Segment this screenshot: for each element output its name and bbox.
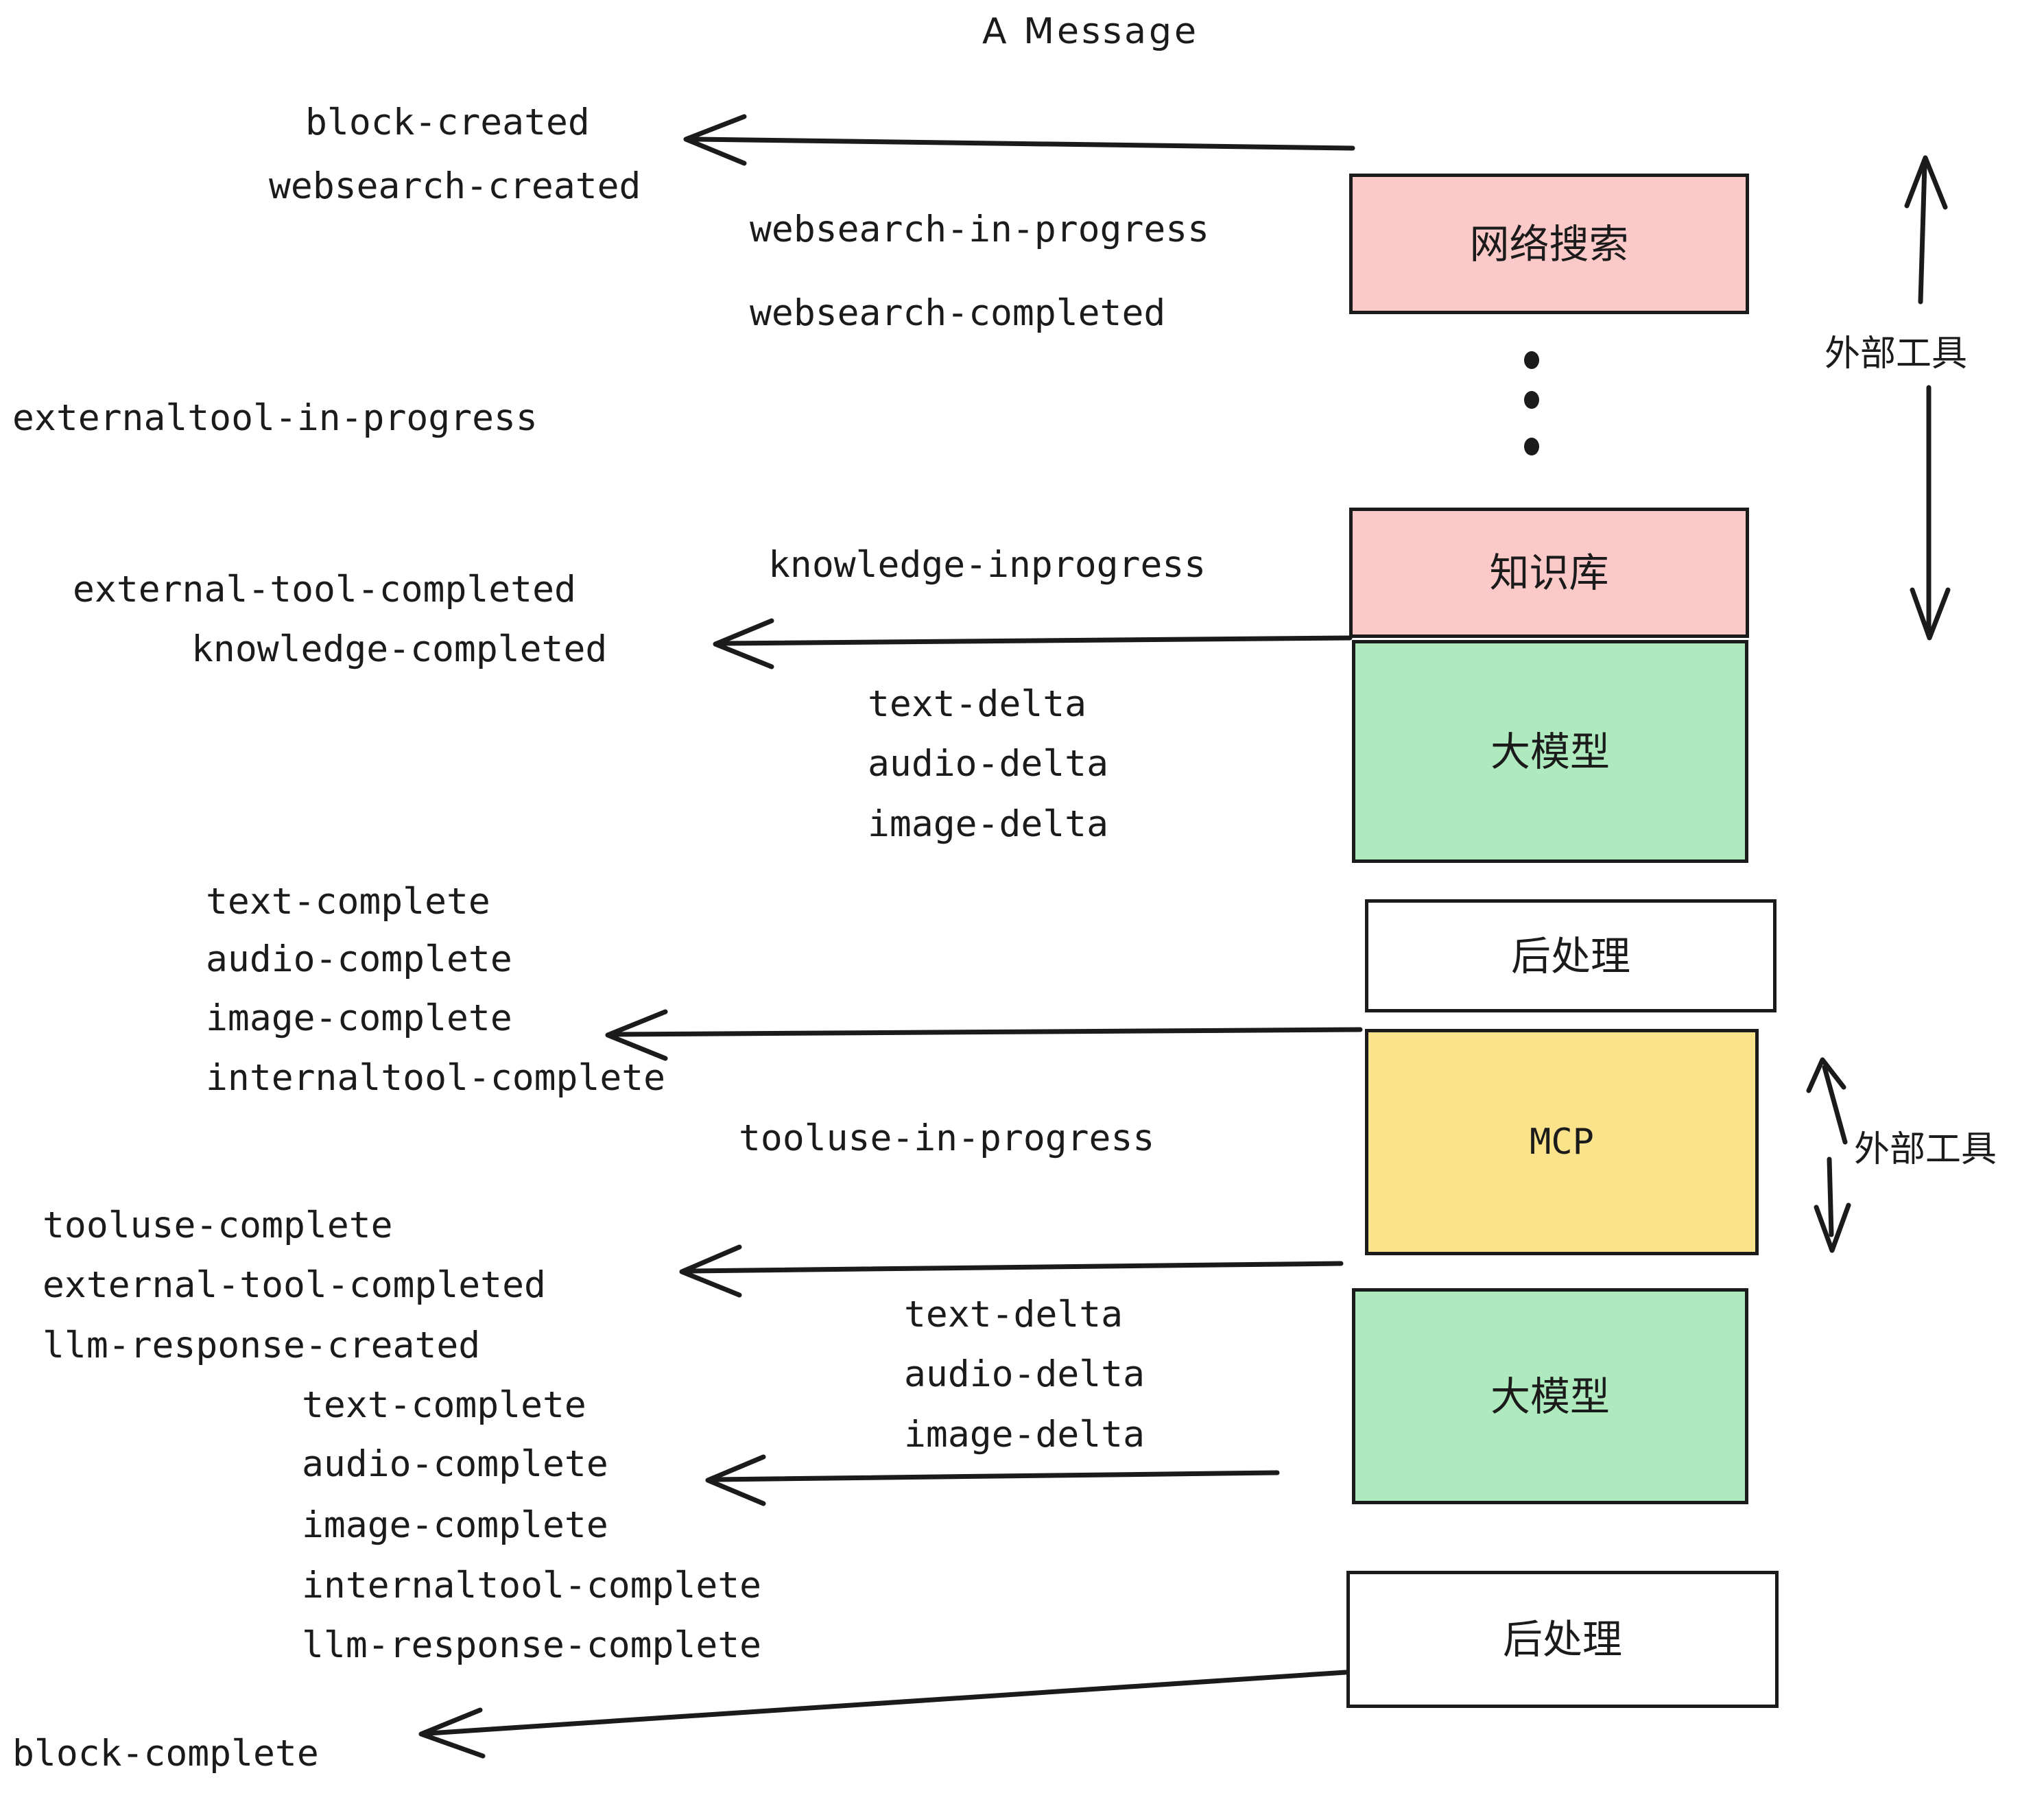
event-label-websearch-created: websearch-created [269,165,641,207]
arrow-audio-complete [705,1454,1280,1506]
event-label-block-created: block-created [305,102,590,143]
event-label-image-complete-2: image-complete [302,1504,608,1546]
event-label-image-delta-2: image-delta [904,1414,1145,1456]
event-label-llm-response-created: llm-response-created [43,1325,481,1366]
annotation-external-tools-bottom: 外部工具 [1854,1129,1997,1170]
arrow-knowledge-completed [713,618,1353,669]
event-label-image-delta-1: image-delta [868,803,1108,845]
event-label-websearch-in-progress: websearch-in-progress [750,209,1210,250]
external-tools-range-top [1904,155,1951,641]
arrow-block-created [683,114,1355,166]
component-box-postprocess-2[interactable]: 后处理 [1346,1571,1779,1708]
event-label-audio-complete-1: audio-complete [206,938,512,980]
component-box-postprocess-1[interactable]: 后处理 [1365,899,1776,1012]
component-label-knowledge: 知识库 [1489,549,1609,596]
event-label-image-complete-1: image-complete [206,997,512,1039]
event-label-block-complete: block-complete [12,1733,319,1775]
component-label-mcp: MCP [1530,1121,1594,1163]
event-label-audio-complete-2: audio-complete [302,1443,608,1485]
page-title: A Message [982,11,1200,52]
event-label-externaltool-in-progress: externaltool-in-progress [12,397,538,439]
component-box-llm-2[interactable]: 大模型 [1352,1288,1748,1504]
component-label-llm-1: 大模型 [1490,728,1610,775]
component-label-llm-2: 大模型 [1490,1373,1610,1420]
event-label-text-complete-1: text-complete [206,881,490,923]
component-box-knowledge[interactable]: 知识库 [1349,508,1749,638]
component-label-postprocess-2: 后处理 [1502,1616,1622,1663]
event-label-internaltool-complete-1: internaltool-complete [206,1057,666,1099]
ellipsis-dot-1 [1524,351,1539,369]
event-label-audio-delta-2: audio-delta [904,1353,1145,1395]
event-label-text-delta-1: text-delta [868,683,1087,725]
event-label-websearch-completed: websearch-completed [750,292,1166,334]
arrow-block-complete [418,1670,1348,1759]
event-label-external-tool-completed-2: external-tool-completed [43,1264,546,1306]
external-tools-range-bottom [1806,1057,1851,1253]
event-label-tooluse-complete: tooluse-complete [43,1204,393,1246]
component-label-postprocess-1: 后处理 [1510,932,1630,980]
event-label-external-tool-completed-1: external-tool-completed [73,569,576,610]
event-label-text-complete-2: text-complete [302,1384,586,1426]
ellipsis-dot-3 [1524,438,1539,455]
event-label-tooluse-in-progress: tooluse-in-progress [739,1117,1155,1159]
event-label-llm-response-complete: llm-response-complete [302,1624,762,1666]
annotation-external-tools-top: 外部工具 [1825,333,1968,375]
arrow-image-complete [605,1009,1363,1061]
ellipsis-dot-2 [1524,391,1539,409]
component-box-mcp[interactable]: MCP [1365,1029,1759,1255]
event-label-audio-delta-1: audio-delta [868,743,1108,785]
component-box-websearch[interactable]: 网络搜索 [1349,174,1749,314]
component-label-websearch: 网络搜索 [1469,220,1629,268]
arrow-tooluse-complete [679,1244,1344,1298]
event-label-text-delta-2: text-delta [904,1294,1124,1336]
event-label-internaltool-complete-2: internaltool-complete [302,1565,762,1606]
event-label-knowledge-completed: knowledge-completed [191,628,608,670]
component-box-llm-1[interactable]: 大模型 [1352,640,1748,863]
event-label-knowledge-inprogress: knowledge-inprogress [768,544,1207,586]
